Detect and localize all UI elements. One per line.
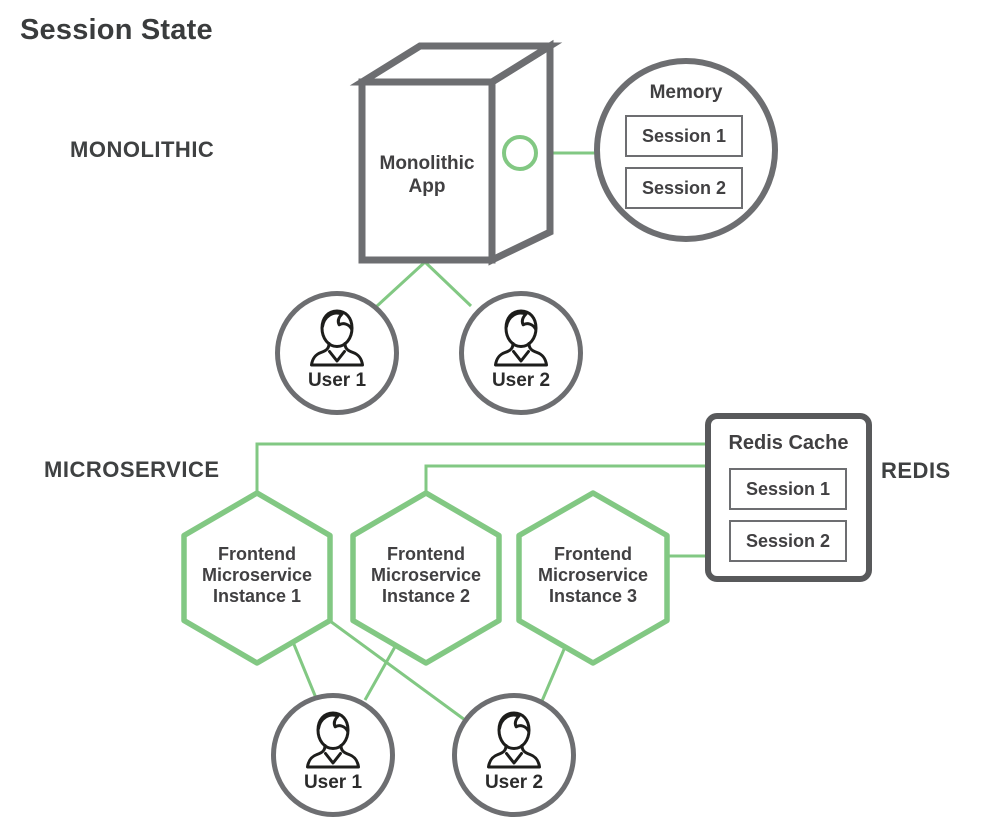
user-icon (307, 307, 367, 371)
ms-user-2-label: User 2 (484, 772, 544, 793)
redis-session-1: Session 1 (729, 468, 847, 510)
microservice-hexagons (181, 490, 670, 666)
connector-port-icon (502, 135, 538, 171)
section-label-monolithic: MONOLITHIC (70, 137, 215, 162)
line-monolith-user2 (423, 260, 473, 308)
hexagon-instance-2 (350, 490, 502, 666)
line-instance1-ms-user2 (329, 619, 466, 722)
hexagon-instance-3 (516, 490, 670, 666)
connector-lines (255, 151, 707, 722)
ms-user-2-circle: User 2 (452, 693, 576, 817)
section-label-microservice: MICROSERVICE (44, 457, 220, 482)
line-instance2-ms-user1 (363, 644, 398, 701)
user-icon (484, 709, 544, 773)
monolithic-app-label: Monolithic App (379, 153, 475, 197)
memory-session-1: Session 1 (625, 115, 743, 157)
section-label-redis: REDIS (881, 458, 951, 483)
line-instance2-redis (424, 464, 707, 495)
user-icon (303, 709, 363, 773)
instance-3-label: Frontend Microservice Instance 3 (537, 544, 649, 606)
line-instance1-ms-user1 (291, 641, 318, 699)
instance-1-label: Frontend Microservice Instance 1 (201, 544, 313, 606)
line-instance3-ms-user2 (540, 646, 567, 702)
line-instance1-redis (255, 442, 707, 495)
memory-session-2: Session 2 (625, 167, 743, 209)
mono-user-2-circle: User 2 (459, 291, 583, 415)
line-monolith-user1 (375, 260, 427, 308)
mono-user-1-label: User 1 (307, 370, 367, 391)
monolith-front-face (358, 78, 496, 264)
page-title: Session State (20, 14, 213, 46)
hexagon-instance-1 (181, 490, 333, 666)
instance-2-label: Frontend Microservice Instance 2 (370, 544, 482, 606)
mono-user-1-circle: User 1 (275, 291, 399, 415)
memory-title: Memory (649, 82, 723, 103)
user-icon (491, 307, 551, 371)
redis-cache-title: Redis Cache (728, 432, 849, 454)
mono-user-2-label: User 2 (491, 370, 551, 391)
ms-user-1-circle: User 1 (271, 693, 395, 817)
redis-session-2: Session 2 (729, 520, 847, 562)
ms-user-1-label: User 1 (303, 772, 363, 793)
